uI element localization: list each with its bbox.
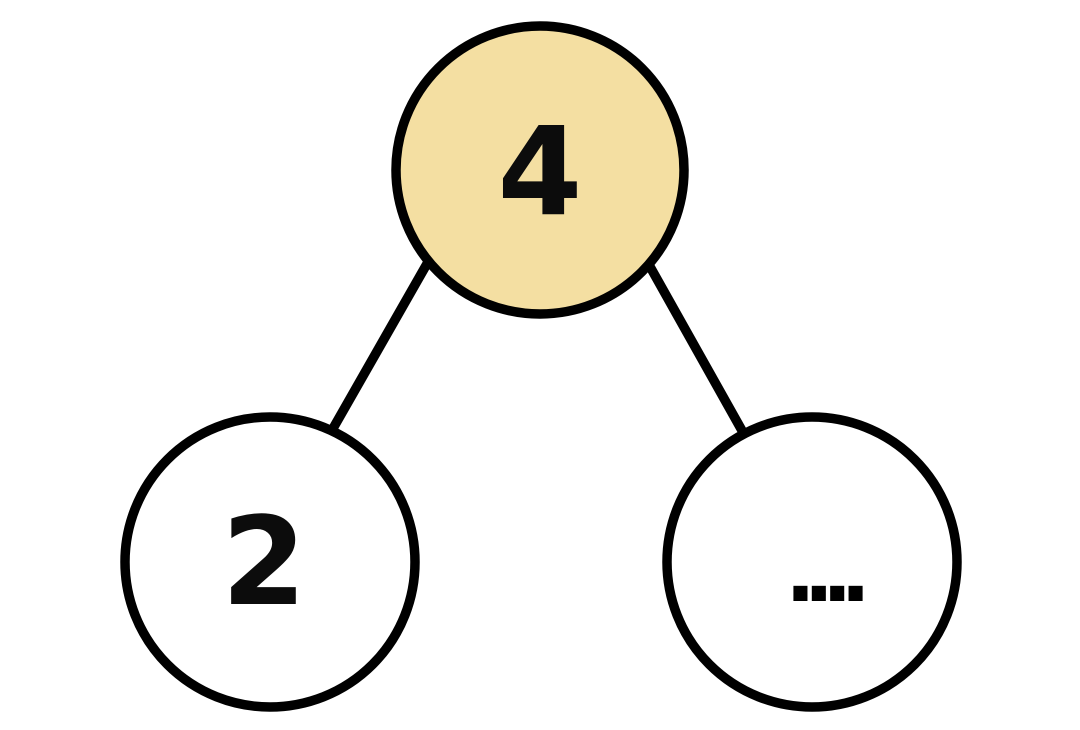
whole-node-value: 4 [498, 101, 583, 243]
part-right-node-circle [662, 412, 962, 712]
part-right-placeholder-dots: .... [785, 527, 863, 620]
connector-left-line [310, 222, 453, 465]
part-left-node-circle [120, 412, 420, 712]
whole-node-circle [391, 21, 689, 319]
part-left-node-value: 2 [222, 491, 307, 633]
